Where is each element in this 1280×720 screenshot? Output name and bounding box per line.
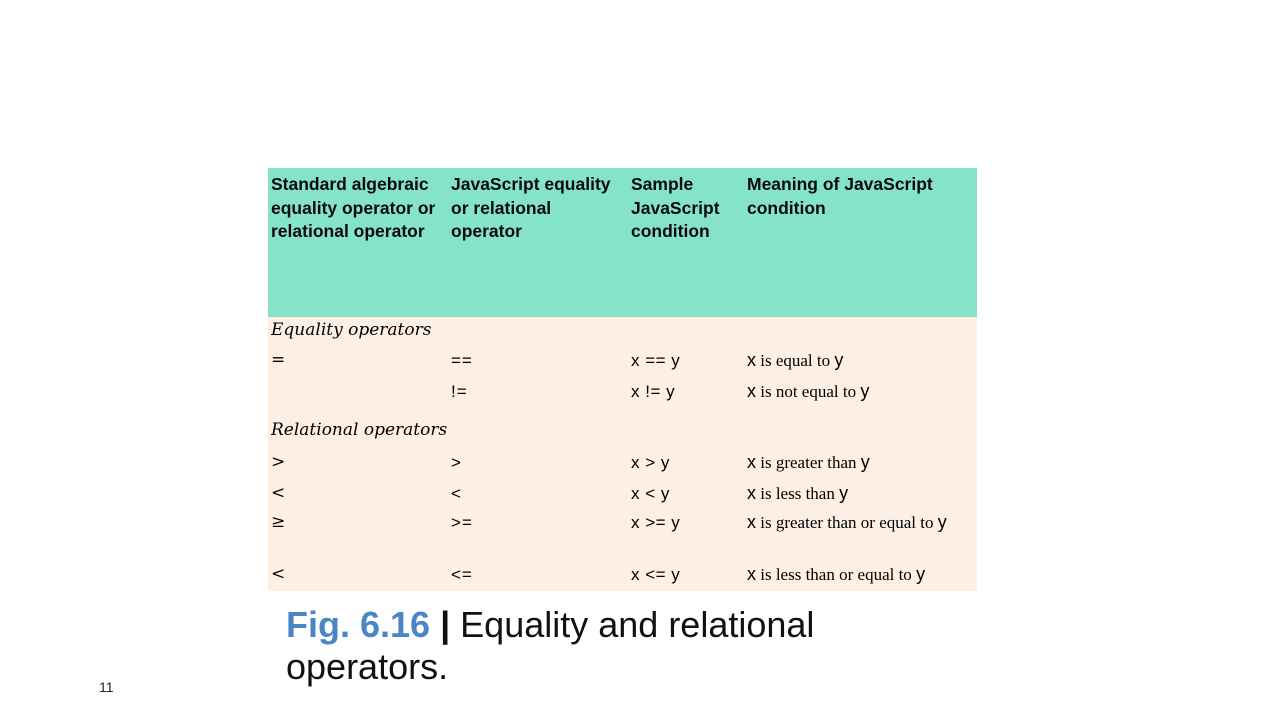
header-javascript-operator: JavaScript equality or relational operat… [451, 174, 611, 241]
section-row-equality: Equality operators [268, 317, 977, 347]
sample-condition: x == y [631, 351, 681, 370]
header-standard-algebraic: Standard algebraic equality operator or … [271, 174, 436, 241]
section-label: Relational operators [271, 420, 448, 440]
meaning-var: x [747, 483, 756, 503]
meaning-var: y [916, 564, 926, 584]
table-row: < <= x <= y x is less than or equal to y [268, 561, 977, 591]
section-row-relational: Relational operators [268, 417, 977, 449]
table-row: ≥ >= x >= y x is greater than or equal t… [268, 509, 977, 561]
table-row: < < x < y x is less than y [268, 480, 977, 509]
condition-meaning: x is less than y [744, 480, 977, 509]
meaning-var: x [747, 512, 756, 532]
sample-condition: x != y [631, 382, 676, 401]
meaning-text: is greater than [756, 453, 861, 472]
figure-caption: Fig. 6.16 | Equality and relational oper… [286, 604, 926, 688]
js-operator: == [451, 351, 473, 370]
header-meaning: Meaning of JavaScript condition [747, 174, 933, 218]
figure-label: Fig. 6.16 [286, 604, 431, 645]
page-number: 11 [99, 679, 114, 695]
meaning-text: is greater than or equal to [756, 513, 938, 532]
algebraic-operator: < [271, 564, 286, 584]
algebraic-operator: = [271, 350, 286, 370]
condition-meaning: x is not equal to y [744, 378, 977, 417]
algebraic-operator: < [271, 483, 286, 503]
table-body: Equality operators = == x == y x is equa… [268, 317, 977, 591]
sample-condition: x < y [631, 484, 670, 503]
meaning-var: x [747, 452, 756, 472]
meaning-var: x [747, 564, 756, 584]
section-label: Equality operators [271, 320, 432, 340]
condition-meaning: x is greater than y [744, 449, 977, 480]
meaning-text: is less than or equal to [756, 565, 917, 584]
algebraic-operator: > [271, 452, 286, 472]
condition-meaning: x is equal to y [744, 347, 977, 378]
caption-text: Equality and relational operators. [286, 604, 815, 687]
header-row: Standard algebraic equality operator or … [268, 168, 977, 317]
meaning-var: y [839, 483, 849, 503]
caption-separator: | [440, 604, 451, 645]
operators-table: Standard algebraic equality operator or … [268, 168, 977, 591]
js-operator: <= [451, 565, 473, 584]
meaning-var: y [834, 350, 844, 370]
algebraic-operator: ≥ [271, 512, 286, 532]
table-row: = == x == y x is equal to y [268, 347, 977, 378]
condition-meaning: x is less than or equal to y [744, 561, 977, 591]
meaning-var: y [860, 381, 870, 401]
js-operator: != [451, 382, 468, 401]
meaning-text: is equal to [756, 351, 835, 370]
js-operator: < [451, 484, 462, 503]
table-row: > > x > y x is greater than y [268, 449, 977, 480]
meaning-var: x [747, 381, 756, 401]
sample-condition: x <= y [631, 565, 681, 584]
js-operator: >= [451, 513, 473, 532]
header-sample-condition: Sample JavaScript condition [631, 174, 720, 241]
js-operator: > [451, 453, 462, 472]
meaning-text: is less than [756, 484, 840, 503]
meaning-text: is not equal to [756, 382, 861, 401]
algebraic-operator [268, 378, 448, 417]
meaning-var: y [937, 512, 947, 532]
table-header: Standard algebraic equality operator or … [268, 168, 977, 317]
condition-meaning: x is greater than or equal to y [744, 509, 977, 561]
table-row: != x != y x is not equal to y [268, 378, 977, 417]
sample-condition: x >= y [631, 513, 681, 532]
meaning-var: y [860, 452, 870, 472]
sample-condition: x > y [631, 453, 670, 472]
meaning-var: x [747, 350, 756, 370]
